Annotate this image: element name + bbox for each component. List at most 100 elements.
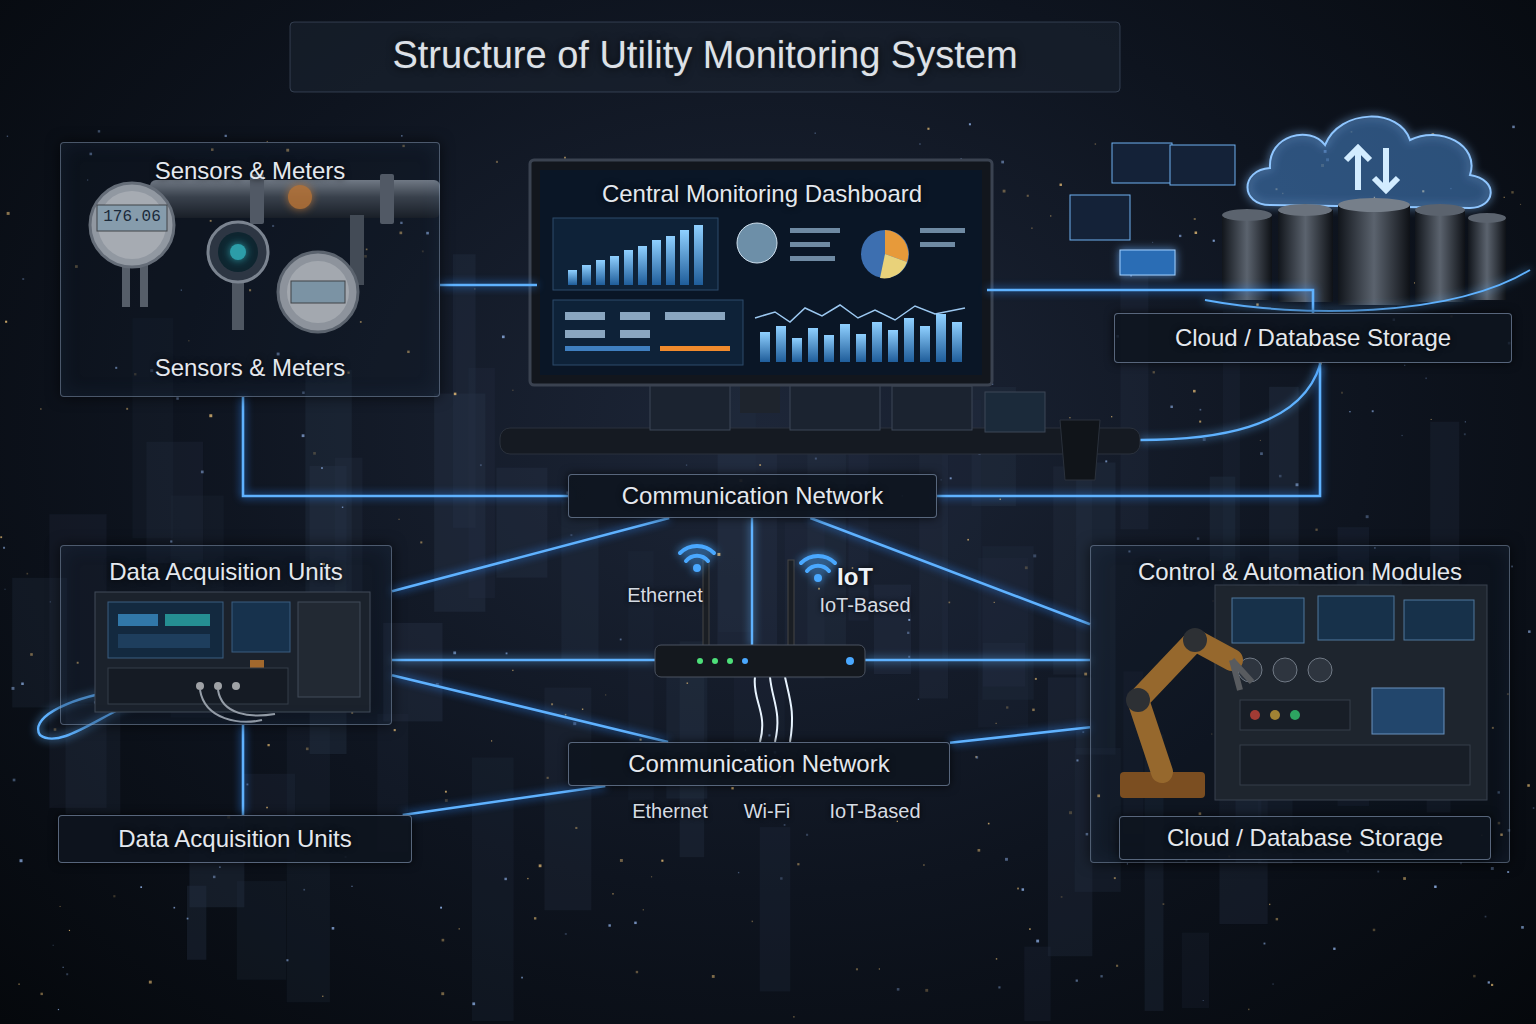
database-cylinder bbox=[1278, 210, 1333, 302]
city-light bbox=[573, 722, 576, 725]
city-light bbox=[975, 756, 977, 758]
city-light bbox=[445, 791, 447, 793]
city-light bbox=[53, 945, 54, 946]
small-monitor bbox=[790, 382, 880, 430]
city-light bbox=[752, 921, 753, 922]
label-box: Cloud / Database Storage bbox=[1114, 313, 1512, 363]
city-light bbox=[351, 886, 352, 887]
wifi-arc bbox=[680, 546, 714, 553]
city-light bbox=[687, 682, 689, 684]
city-light bbox=[925, 989, 928, 992]
network-link bbox=[392, 675, 668, 742]
router-wire bbox=[751, 518, 753, 646]
city-light bbox=[1269, 904, 1270, 905]
bar bbox=[936, 314, 946, 362]
text-line bbox=[620, 312, 650, 320]
node-heading: Cloud / Database Storage bbox=[1167, 824, 1443, 852]
stat-panel bbox=[553, 300, 743, 365]
node-label: Sensors & Meters bbox=[155, 354, 346, 382]
city-light bbox=[1527, 784, 1530, 787]
title-band bbox=[290, 22, 1120, 92]
bar-chart bbox=[760, 314, 962, 362]
city-light bbox=[1533, 807, 1535, 809]
city-light bbox=[1256, 303, 1258, 305]
city-light bbox=[1069, 417, 1070, 418]
city-light bbox=[612, 893, 613, 894]
city-light bbox=[1035, 678, 1037, 680]
city-light bbox=[225, 135, 227, 137]
bar bbox=[694, 225, 703, 285]
city-light bbox=[474, 288, 475, 289]
city-light bbox=[66, 973, 68, 975]
city-lights bbox=[0, 123, 1534, 1021]
city-light bbox=[918, 699, 919, 700]
city-light bbox=[140, 886, 142, 888]
building bbox=[472, 757, 514, 1021]
chart-panel bbox=[553, 218, 718, 290]
city-light bbox=[436, 683, 439, 686]
label-box: Cloud / Database Storage bbox=[1119, 816, 1491, 860]
city-light bbox=[21, 682, 24, 685]
city-light bbox=[565, 714, 567, 716]
city-light bbox=[1076, 759, 1078, 761]
city-light bbox=[20, 859, 23, 862]
city-light bbox=[797, 863, 799, 865]
city-light bbox=[712, 975, 715, 978]
city-light bbox=[480, 464, 482, 466]
city-light bbox=[454, 393, 457, 396]
floating-panel bbox=[1120, 250, 1175, 275]
city-light bbox=[686, 464, 687, 465]
city-light bbox=[1372, 410, 1374, 412]
city-light bbox=[246, 784, 248, 786]
city-light bbox=[1082, 731, 1084, 733]
city-light bbox=[897, 988, 900, 991]
bar bbox=[596, 260, 605, 285]
city-light bbox=[1366, 515, 1369, 518]
cable bbox=[785, 677, 792, 742]
node-heading: Sensors & Meters bbox=[155, 157, 346, 185]
city-light bbox=[651, 876, 652, 877]
city-light bbox=[565, 933, 567, 935]
city-light bbox=[1511, 191, 1513, 193]
city-light bbox=[1017, 888, 1019, 890]
cable bbox=[755, 677, 763, 742]
city-light bbox=[1170, 406, 1172, 408]
city-light bbox=[1022, 888, 1024, 890]
city-light bbox=[908, 656, 910, 658]
dashboard-monitor bbox=[500, 160, 1140, 480]
router-wire bbox=[865, 659, 1090, 661]
city-light bbox=[1127, 863, 1128, 864]
city-light bbox=[1036, 940, 1039, 943]
bar bbox=[952, 322, 962, 362]
city-light bbox=[780, 877, 782, 879]
city-light bbox=[582, 709, 583, 710]
city-light bbox=[321, 467, 323, 469]
node-heading: Central Monitoring Dashboard bbox=[602, 180, 922, 208]
city-light bbox=[50, 601, 51, 602]
city-light bbox=[54, 728, 57, 731]
component-panel: Sensors & MetersSensors & Meters bbox=[60, 142, 440, 397]
text-line bbox=[790, 228, 840, 233]
city-light bbox=[1116, 965, 1118, 967]
network-link bbox=[403, 786, 606, 815]
city-light bbox=[1491, 867, 1494, 870]
city-light bbox=[1195, 231, 1198, 234]
city-light bbox=[512, 390, 513, 391]
bar bbox=[760, 332, 770, 362]
city-light bbox=[440, 907, 442, 909]
antenna bbox=[788, 560, 794, 650]
city-light bbox=[1279, 475, 1282, 478]
city-light bbox=[1005, 858, 1008, 861]
city-light bbox=[1033, 554, 1036, 557]
city-light bbox=[0, 536, 2, 538]
city-light bbox=[7, 136, 8, 137]
router-body bbox=[655, 645, 865, 677]
pie-slice bbox=[880, 254, 907, 278]
city-light bbox=[342, 507, 343, 508]
network-link bbox=[242, 725, 245, 815]
city-light bbox=[302, 434, 305, 437]
router-wire bbox=[1140, 365, 1320, 440]
city-light bbox=[547, 777, 549, 779]
city-light bbox=[219, 866, 220, 867]
city-light bbox=[1401, 435, 1402, 436]
